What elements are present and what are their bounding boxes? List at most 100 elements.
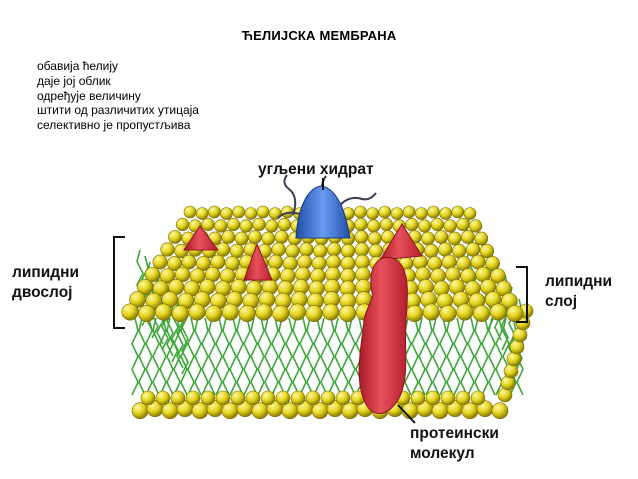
lipid-head bbox=[485, 256, 500, 271]
lipid-head bbox=[183, 205, 197, 219]
lipid-head bbox=[170, 390, 186, 406]
lipid-tail bbox=[439, 317, 447, 396]
lipid-head bbox=[463, 207, 477, 220]
label-layer-line2: слој bbox=[545, 293, 578, 310]
lipid-head bbox=[322, 303, 340, 321]
lipid-head bbox=[421, 231, 435, 246]
lipid-head bbox=[443, 219, 457, 233]
lipid-head bbox=[455, 390, 471, 406]
lipid-tail bbox=[292, 317, 300, 396]
lipid-tail bbox=[138, 317, 146, 396]
label-protein-line1: протеински bbox=[410, 425, 499, 442]
lipid-tail bbox=[257, 317, 265, 396]
lipid-head bbox=[160, 242, 175, 257]
lipid-head bbox=[456, 303, 474, 321]
lipid-head bbox=[305, 304, 323, 322]
lipid-head bbox=[479, 243, 495, 259]
surface-protein-icon bbox=[183, 225, 219, 251]
lipid-head bbox=[367, 219, 381, 233]
lipid-head bbox=[313, 243, 328, 259]
lipid-head bbox=[144, 266, 161, 283]
lipid-head bbox=[379, 217, 393, 232]
lipid-head bbox=[472, 304, 490, 322]
lipid-head bbox=[465, 242, 481, 257]
lipid-head bbox=[201, 217, 215, 232]
lipid-head bbox=[174, 266, 191, 283]
lipid-head bbox=[339, 304, 357, 322]
lipid-head bbox=[424, 243, 439, 259]
lipid-head bbox=[503, 363, 519, 379]
lipid-tail bbox=[481, 317, 489, 396]
lipid-head bbox=[378, 205, 392, 219]
lipid-head bbox=[121, 303, 139, 321]
lipid-head bbox=[474, 231, 489, 246]
lipid-head bbox=[512, 327, 528, 343]
lipid-head bbox=[174, 243, 189, 259]
lipid-head bbox=[451, 243, 467, 259]
lipid-tail bbox=[194, 317, 202, 396]
lipid-head bbox=[489, 303, 507, 321]
lipid-tail bbox=[264, 317, 272, 396]
lipid-head bbox=[268, 254, 284, 270]
layer-bracket-icon bbox=[516, 266, 528, 323]
lipid-tail bbox=[425, 317, 433, 396]
lipid-head bbox=[406, 304, 424, 322]
lipid-head bbox=[261, 231, 276, 246]
lipid-head bbox=[500, 375, 516, 391]
lipid-tail bbox=[278, 317, 286, 396]
lipid-head bbox=[159, 268, 176, 284]
lipid-tail bbox=[334, 317, 342, 396]
lipid-head bbox=[229, 243, 245, 259]
lipid-tail bbox=[313, 317, 321, 396]
lipid-head bbox=[414, 207, 428, 220]
lipid-head bbox=[265, 219, 279, 233]
lipid-head bbox=[368, 243, 383, 259]
lipid-tail bbox=[215, 317, 223, 396]
lipid-tail bbox=[243, 317, 251, 396]
lipid-head bbox=[354, 242, 370, 257]
lipid-tail bbox=[173, 317, 181, 396]
lipid-head bbox=[248, 230, 262, 244]
lipid-head bbox=[175, 217, 190, 232]
lipid-tail bbox=[341, 317, 349, 396]
lipid-head bbox=[272, 304, 290, 322]
lipid-head bbox=[427, 256, 443, 271]
lipid-head bbox=[290, 390, 306, 406]
label-protein-line2: молекул bbox=[410, 445, 475, 462]
lipid-head bbox=[326, 242, 342, 257]
lipid-head bbox=[288, 303, 306, 321]
lipid-tail bbox=[320, 317, 328, 396]
transmembrane-protein-icon bbox=[358, 256, 408, 414]
lipid-tail bbox=[166, 317, 174, 396]
lipid-head bbox=[244, 207, 258, 220]
lipid-head bbox=[155, 303, 173, 321]
lipid-head bbox=[167, 256, 182, 271]
lipid-head bbox=[427, 205, 440, 219]
lipid-head bbox=[470, 390, 486, 406]
lipid-tail bbox=[208, 317, 216, 396]
lipid-head bbox=[255, 303, 273, 321]
lipid-head bbox=[447, 231, 462, 246]
lipid-tail bbox=[285, 317, 293, 396]
lipid-tail bbox=[460, 317, 468, 396]
lipid-head bbox=[260, 390, 276, 406]
lipid-head bbox=[439, 304, 457, 322]
lipid-head bbox=[340, 243, 356, 259]
label-bilayer-line1: липидни bbox=[12, 264, 79, 281]
lipid-head bbox=[354, 217, 368, 232]
lipid-head bbox=[440, 390, 456, 406]
lipid-head bbox=[220, 207, 233, 220]
bullet-item: штити од различитих утицаја bbox=[37, 103, 199, 118]
lipid-head bbox=[469, 219, 483, 233]
lipid-head bbox=[461, 230, 475, 244]
lipid-tail bbox=[271, 317, 279, 396]
lipid-head bbox=[506, 304, 524, 322]
lipid-head bbox=[418, 219, 432, 233]
lipid-head bbox=[282, 256, 298, 271]
lipid-head bbox=[238, 304, 256, 322]
lipid-head bbox=[422, 303, 440, 321]
lipid-tail bbox=[180, 317, 188, 396]
lipid-tail bbox=[348, 317, 356, 396]
lipid-tail bbox=[467, 317, 475, 396]
surface-protein-icon bbox=[243, 242, 273, 281]
